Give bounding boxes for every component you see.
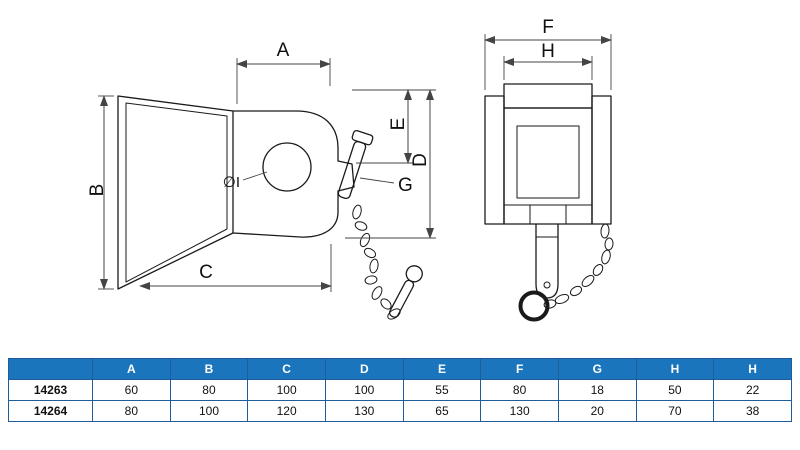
value-cell: 70 [635, 400, 715, 422]
pull-ring [518, 290, 550, 322]
value-cell: 80 [92, 400, 171, 422]
value-cell: 130 [480, 400, 559, 422]
dim-label-b: B [87, 184, 108, 197]
value-cell: 130 [324, 400, 404, 422]
header-cell-part [8, 358, 93, 380]
funnel-socket [117, 95, 234, 290]
header-cell-e: E [402, 358, 482, 380]
header-cell-b: B [169, 358, 249, 380]
hitch-hole [262, 142, 312, 192]
value-cell: 65 [402, 400, 482, 422]
header-cell-a: A [92, 358, 171, 380]
header-cell-f: F [480, 358, 559, 380]
linch-pin [388, 265, 423, 318]
dim-label-g: G [398, 175, 413, 196]
value-cell: 100 [324, 379, 404, 401]
dim-label-h: H [541, 41, 555, 62]
front-body [484, 83, 612, 225]
value-cell: 20 [557, 400, 637, 422]
header-cell-c: C [247, 358, 326, 380]
table-row: 14263 60 80 100 100 55 80 18 50 22 [8, 379, 792, 401]
value-cell: 38 [713, 400, 792, 422]
table-header-row: A B C D E F G H H [8, 358, 792, 380]
header-cell-g: G [557, 358, 637, 380]
part-number-cell: 14264 [8, 400, 93, 422]
value-cell: 100 [247, 379, 326, 401]
hitch-pin [535, 223, 559, 299]
value-cell: 22 [713, 379, 792, 401]
hitch-body [232, 110, 355, 238]
value-cell: 60 [92, 379, 171, 401]
dimensions-table: A B C D E F G H H 14263 60 80 100 100 55… [8, 358, 792, 422]
front-view [484, 83, 614, 322]
header-cell-h2: H [713, 358, 792, 380]
chain-front-view [543, 223, 614, 309]
dim-label-a: A [277, 40, 290, 61]
side-view [117, 95, 423, 320]
part-number-cell: 14263 [8, 379, 93, 401]
dim-label-f: F [542, 17, 554, 38]
value-cell: 120 [247, 400, 326, 422]
value-cell: 100 [169, 400, 249, 422]
table-row: 14264 80 100 120 130 65 130 20 70 38 [8, 400, 792, 422]
value-cell: 80 [169, 379, 249, 401]
value-cell: 18 [557, 379, 637, 401]
dim-label-e: E [388, 118, 409, 131]
technical-drawing: A B C D E F H G ∅I [87, 17, 614, 322]
locking-pin [337, 129, 374, 200]
header-cell-h: H [635, 358, 715, 380]
dim-label-d: D [410, 153, 431, 167]
dim-label-c: C [199, 262, 213, 283]
value-cell: 50 [635, 379, 715, 401]
header-cell-d: D [324, 358, 404, 380]
value-cell: 55 [402, 379, 482, 401]
value-cell: 80 [480, 379, 559, 401]
dim-label-diameter-i: ∅I [223, 174, 240, 191]
dimension-lines [98, 34, 612, 292]
